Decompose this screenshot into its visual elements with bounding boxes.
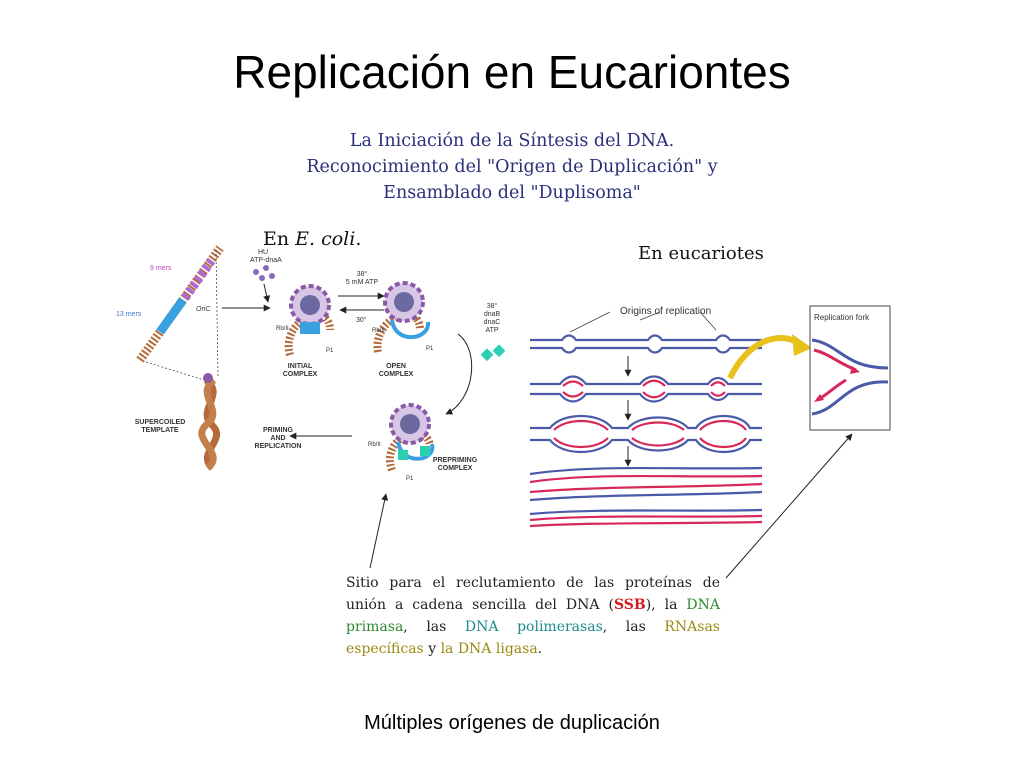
fork-arrow xyxy=(727,334,802,380)
svg-text:Rb/II: Rb/II xyxy=(368,442,381,448)
svg-text:P1: P1 xyxy=(326,348,334,354)
origins-label: Origins of replication xyxy=(620,306,711,317)
svg-text:P1: P1 xyxy=(406,476,414,482)
subtitle-line-3: Ensamblado del "Duplisoma" xyxy=(383,183,641,203)
svg-text:30°: 30° xyxy=(356,316,367,324)
figure-caption: Sitio para el reclutamiento de las prote… xyxy=(346,575,720,657)
temp-atp-label: 38°5 mM ATP xyxy=(346,270,378,286)
dnaa-proteins xyxy=(253,265,275,281)
thirteen-mers-label: 13 mers xyxy=(116,311,142,318)
prepriming-complex xyxy=(386,403,435,472)
slide-footer: Múltiples orígenes de duplicación xyxy=(364,712,660,734)
fork-label: Replication fork xyxy=(814,313,870,322)
oric-label: OriC xyxy=(196,306,211,313)
subtitle-line-1: La Iniciación de la Síntesis del DNA. xyxy=(349,131,675,151)
eukaryotes-heading: En eucariotes xyxy=(638,243,764,264)
open-complex xyxy=(373,281,430,353)
initial-complex xyxy=(284,284,334,357)
ecoli-heading: En E. coli. xyxy=(263,228,361,250)
slide-title: Replicación en Eucariontes xyxy=(233,46,791,98)
supercoiled-dna xyxy=(198,373,221,471)
oric-dna-strand xyxy=(136,245,224,363)
svg-text:Rb/II: Rb/II xyxy=(276,326,289,332)
dnab-proteins xyxy=(480,344,506,362)
svg-text:P1: P1 xyxy=(426,346,434,352)
figure-subtitle: La Iniciación de la Síntesis del DNA. Re… xyxy=(250,128,774,206)
replication-fork-inset xyxy=(809,305,891,431)
svg-text:Rb/II: Rb/II xyxy=(372,328,385,334)
replication-strands xyxy=(529,334,763,528)
subtitle-line-2: Reconocimiento del "Origen de Duplicació… xyxy=(306,157,718,177)
nine-mers-label: 9 mers xyxy=(150,265,172,272)
